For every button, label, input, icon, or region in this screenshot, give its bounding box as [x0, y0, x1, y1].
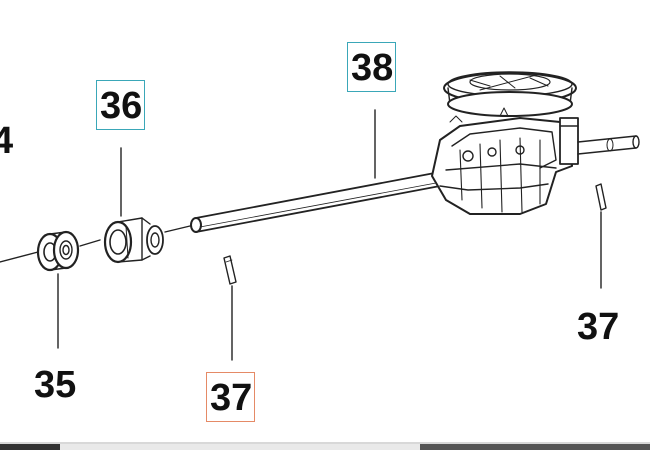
callout-35[interactable]: 35: [34, 364, 77, 406]
axis-line-mid: [79, 239, 101, 247]
callout-37-right[interactable]: 37: [577, 306, 620, 348]
callout-38[interactable]: 38: [347, 42, 397, 92]
axis-line-left: [0, 251, 39, 263]
bearing-part-35: [36, 230, 80, 272]
partial-callout-label: 4: [0, 120, 14, 162]
strip-segment: [60, 444, 420, 450]
strip-segment: [0, 444, 60, 450]
transmission-assembly: [431, 71, 640, 215]
bottom-scroll-strip: [0, 442, 650, 450]
callout-37-left[interactable]: 37: [206, 372, 256, 422]
strip-segment: [420, 444, 650, 450]
callout-36[interactable]: 36: [96, 80, 146, 130]
axis-line-mid2: [164, 225, 191, 233]
key-part-37-right: [595, 183, 607, 211]
bushing-part-36: [103, 217, 164, 264]
shaft-part-38: [190, 171, 441, 233]
key-part-37-left: [223, 255, 237, 285]
